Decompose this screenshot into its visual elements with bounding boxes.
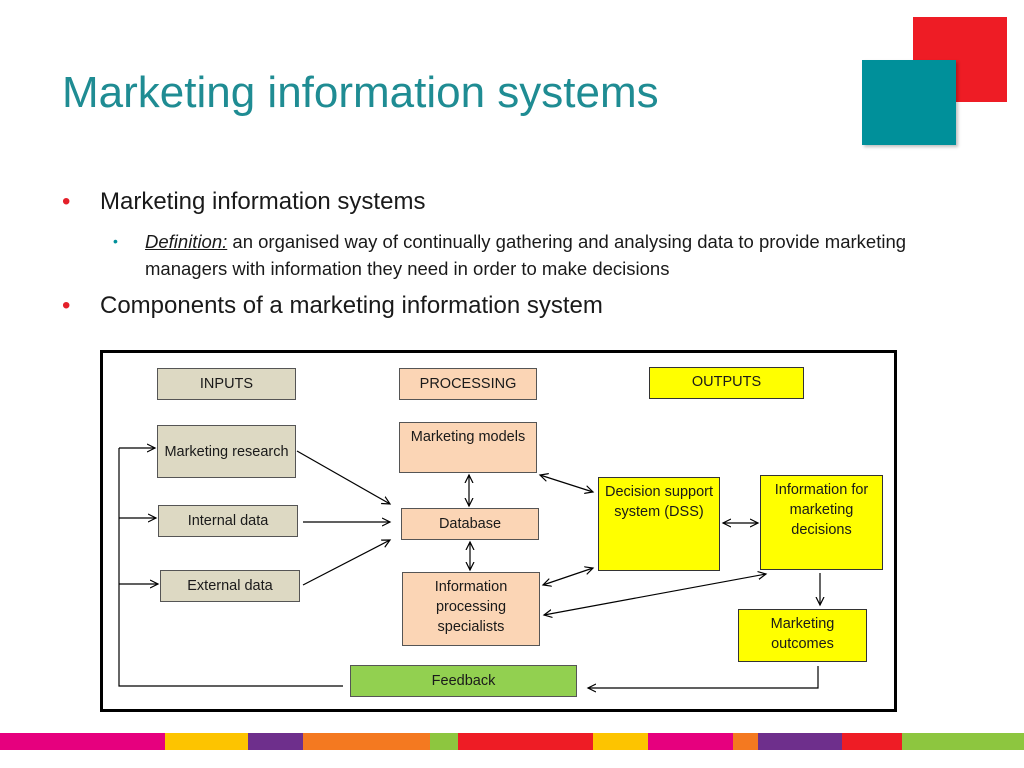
information-processing-specialists-box: Information processing specialists: [402, 572, 540, 646]
mis-diagram: INPUTS PROCESSING OUTPUTS Marketing rese…: [100, 350, 897, 712]
footer-stripe: [593, 733, 648, 750]
definition-text: Definition: an organised way of continua…: [145, 228, 925, 282]
inputs-header: INPUTS: [157, 368, 296, 400]
slide-title: Marketing information systems: [62, 68, 659, 117]
specialists-information-arrow: [544, 574, 766, 615]
outputs-header: OUTPUTS: [649, 367, 804, 399]
footer-stripe: [842, 733, 902, 750]
footer-stripe: [902, 733, 1024, 750]
footer-stripe: [430, 733, 458, 750]
models-dss-arrow: [540, 475, 593, 492]
external-to-database-arrow: [302, 540, 390, 586]
footer-stripe: [648, 733, 733, 750]
bullet-text: Components of a marketing information sy…: [100, 292, 603, 319]
external-data-box: External data: [160, 570, 300, 602]
diagram-arrows: [118, 353, 900, 715]
footer-stripe: [248, 733, 303, 750]
marketing-outcomes-box: Marketing outcomes: [738, 609, 867, 662]
definition-body: an organised way of continually gatherin…: [145, 231, 907, 279]
research-to-database-arrow: [296, 450, 390, 504]
internal-data-box: Internal data: [158, 505, 298, 537]
footer-stripe: [165, 733, 248, 750]
feedback-box: Feedback: [350, 665, 577, 697]
specialists-dss-arrow: [543, 568, 593, 585]
feedback-return-line: [118, 448, 343, 687]
footer-color-stripes: [0, 733, 1024, 750]
marketing-models-box: Marketing models: [399, 422, 537, 473]
footer-stripe: [0, 733, 165, 750]
footer-stripe: [303, 733, 430, 750]
bullet-text: Marketing information systems: [100, 188, 426, 215]
footer-stripe: [758, 733, 842, 750]
information-for-marketing-decisions-box: Information for marketing decisions: [760, 475, 883, 570]
feedback-loop-line: [588, 666, 819, 688]
decision-support-system-box: Decision support system (DSS): [598, 477, 720, 571]
bullet-dot-icon: •: [62, 292, 71, 319]
decorative-teal-square: [862, 60, 956, 145]
processing-header: PROCESSING: [399, 368, 537, 400]
marketing-research-box: Marketing research: [157, 425, 296, 478]
definition-label: Definition:: [145, 231, 228, 252]
footer-stripe: [733, 733, 758, 750]
database-box: Database: [401, 508, 539, 540]
bullet-dot-icon: •: [62, 188, 71, 215]
footer-stripe: [458, 733, 593, 750]
sub-bullet-dot-icon: •: [113, 233, 118, 249]
